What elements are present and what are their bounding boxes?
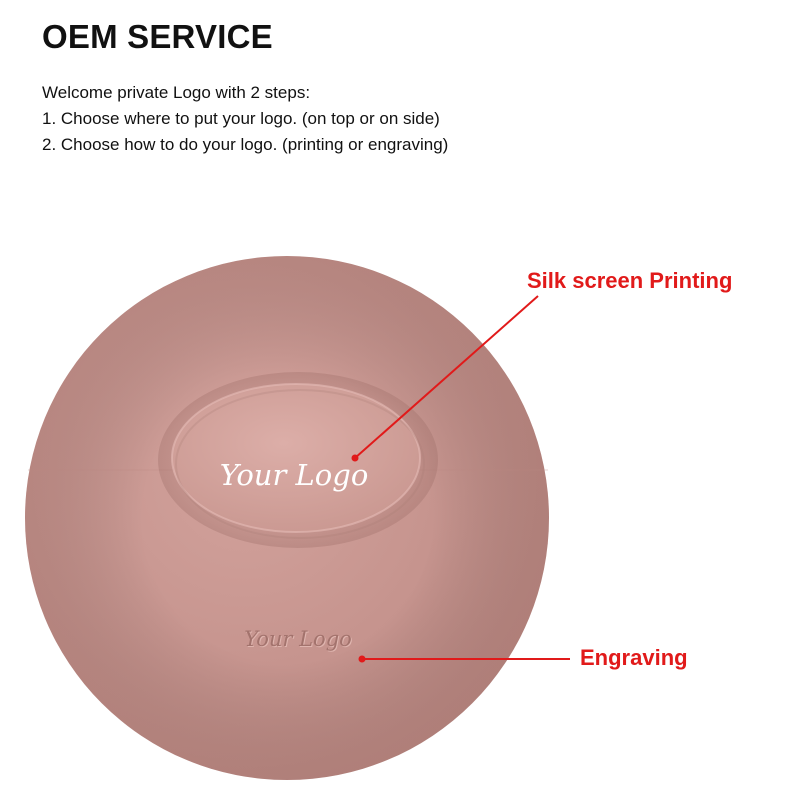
intro-line-step-2: 2. Choose how to do your logo. (printing… bbox=[42, 135, 449, 154]
side-engraving: Your Logo Your Logo bbox=[244, 627, 353, 652]
intro-line-step-1: 1. Choose where to put your logo. (on to… bbox=[42, 109, 440, 128]
intro-text: Welcome private Logo with 2 steps: 1. Ch… bbox=[42, 80, 448, 158]
svg-text:Your Logo: Your Logo bbox=[245, 628, 353, 652]
engraving-label: Engraving bbox=[580, 645, 688, 670]
callout-silk-pointer bbox=[351, 295, 539, 462]
top-logo-text: Your Logo bbox=[220, 458, 369, 492]
intro-line-welcome: Welcome private Logo with 2 steps: bbox=[42, 83, 311, 102]
top-logo-pad: Your Logo bbox=[158, 372, 438, 548]
callout-engrave-pointer bbox=[358, 655, 570, 663]
page-title: OEM SERVICE bbox=[42, 18, 273, 55]
silk-screen-printing-label: Silk screen Printing bbox=[527, 268, 733, 293]
side-logo-text: Your Logo bbox=[244, 627, 352, 651]
